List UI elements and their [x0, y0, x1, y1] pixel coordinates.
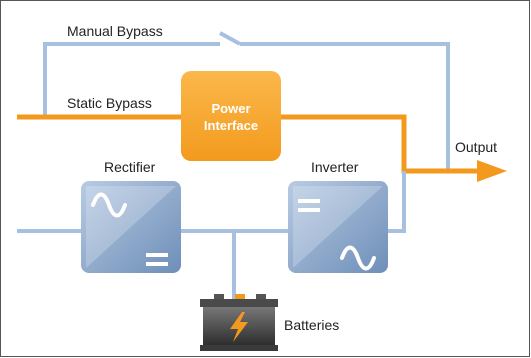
rectifier-label: Rectifier [104, 159, 156, 175]
lightning-icon [230, 312, 248, 342]
rectifier-box [81, 181, 181, 273]
manual-bypass-line [43, 42, 220, 117]
inverter-box [288, 181, 388, 273]
dc-equals-icon [298, 199, 320, 212]
manual-bypass-return-line [240, 42, 450, 171]
power-interface-label-line2: Interface [204, 118, 258, 133]
dc-equals-icon [146, 253, 168, 266]
batteries-label: Batteries [284, 317, 339, 333]
battery-icon [200, 294, 278, 351]
sine-wave-icon [340, 245, 376, 271]
output-label: Output [455, 139, 497, 155]
power-interface-label-line1: Power [211, 101, 250, 116]
manual-bypass-switch [219, 31, 241, 46]
inverter-label: Inverter [311, 159, 359, 175]
static-bypass-label: Static Bypass [67, 95, 152, 111]
static-bypass-line-right [281, 114, 480, 174]
manual-bypass-label: Manual Bypass [67, 23, 163, 39]
sine-wave-icon [91, 192, 127, 218]
inverter-output-line [388, 171, 406, 233]
output-arrowhead [477, 160, 507, 182]
power-interface-box: Power Interface [181, 71, 281, 161]
